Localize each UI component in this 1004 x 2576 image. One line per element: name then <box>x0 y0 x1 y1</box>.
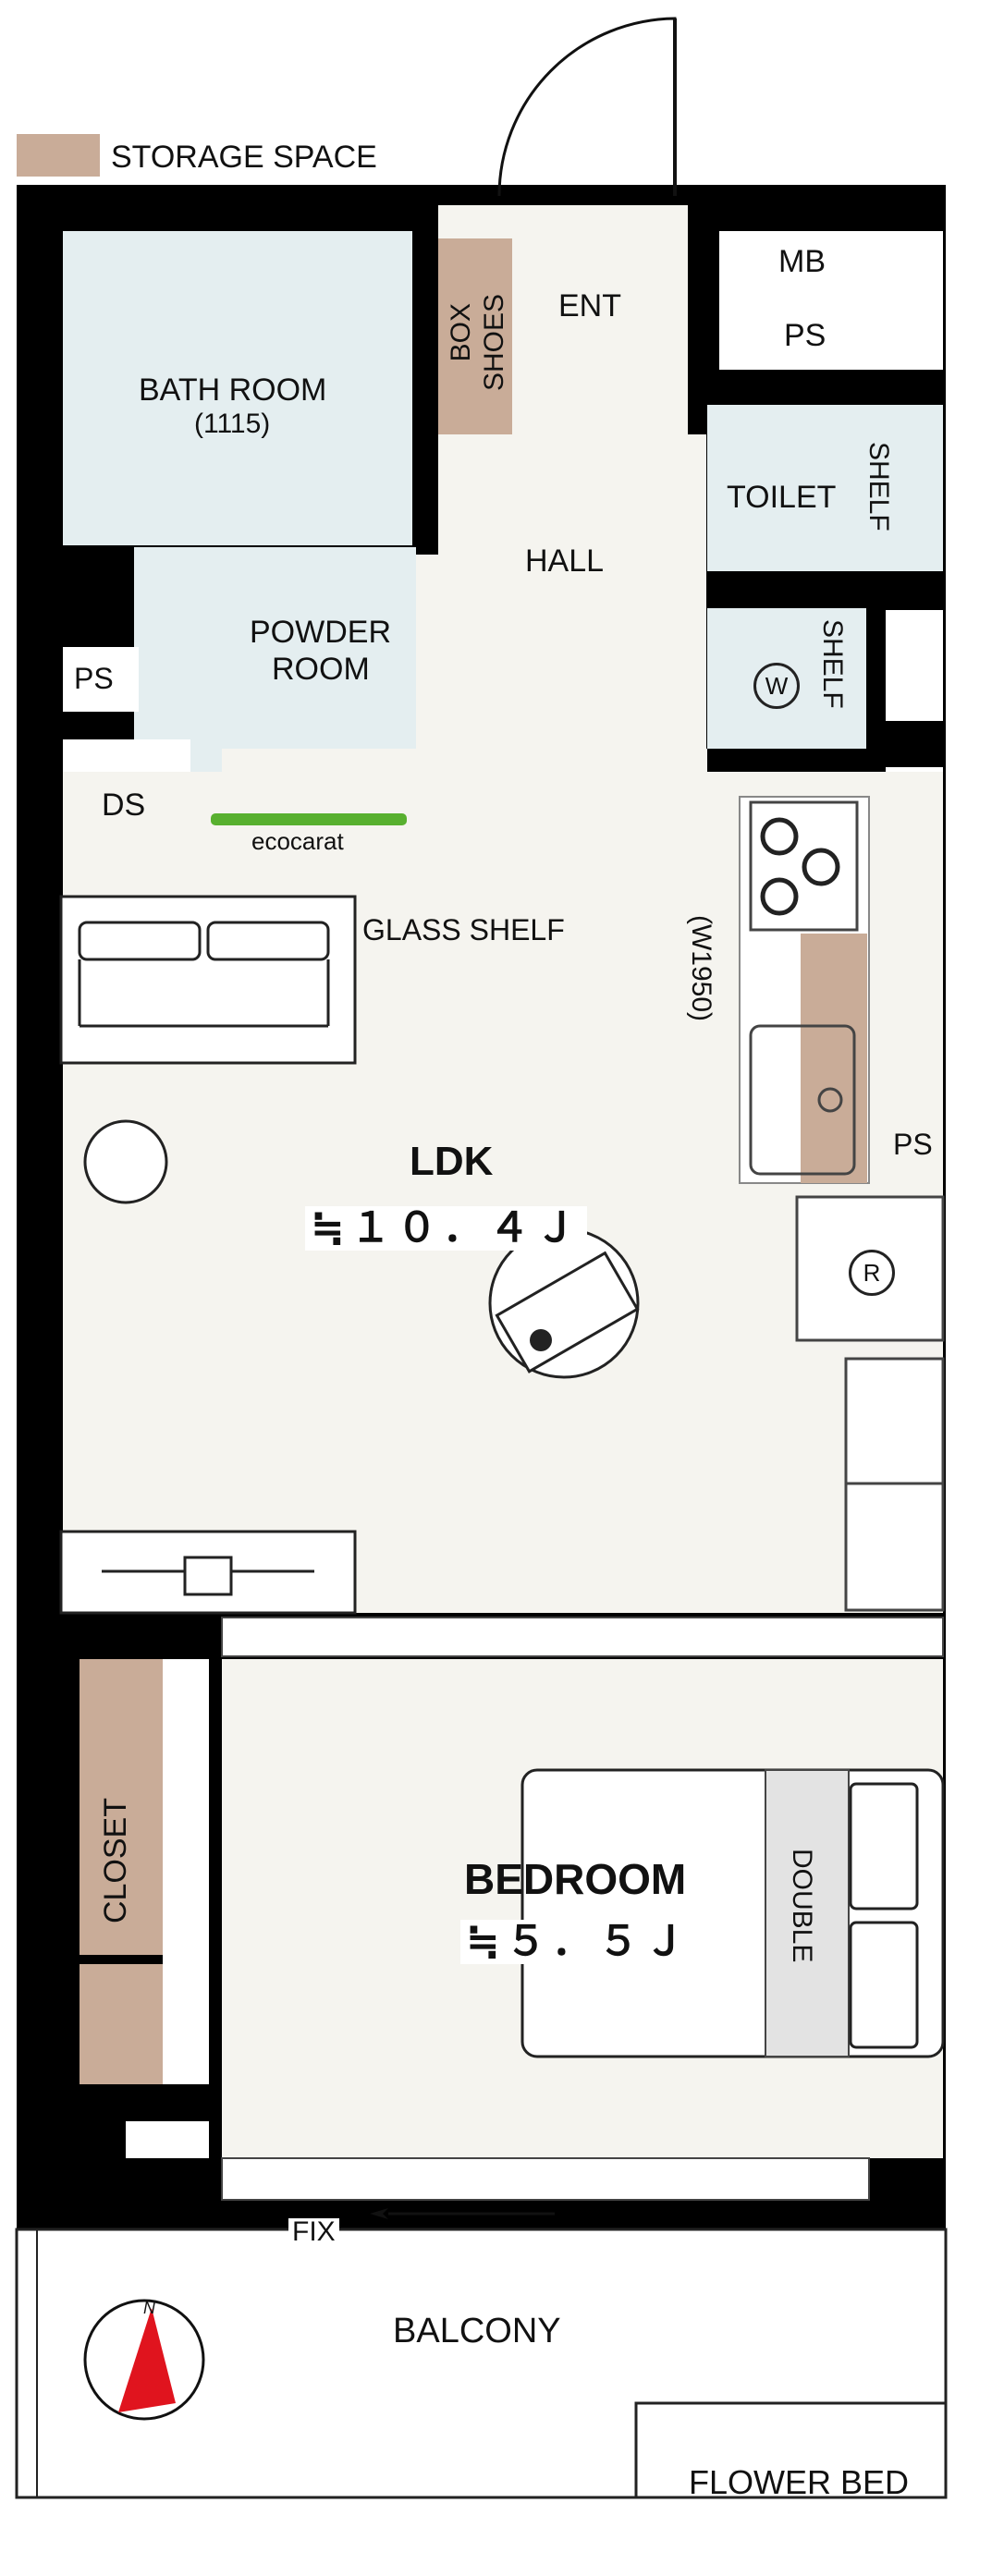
burner-2 <box>802 848 840 886</box>
bath-room-size: (1115) <box>194 409 271 439</box>
shoes-box-label-1: SHOES <box>479 294 509 392</box>
ds-label: DS <box>102 787 146 823</box>
toilet-label: TOILET <box>727 480 837 515</box>
kitchen-storage <box>801 934 867 1183</box>
ps-right-label: PS <box>893 1128 933 1161</box>
burner-3 <box>760 877 799 916</box>
sliding-partition <box>221 1617 944 1657</box>
hall-label: HALL <box>525 543 605 579</box>
shoes-box-label-2: BOX <box>446 303 476 362</box>
fridge-symbol: R <box>849 1250 895 1296</box>
kitchen-width-label: (W1950) <box>686 915 716 1022</box>
ecocarat-label: ecocarat <box>251 827 344 855</box>
hall-floor-2 <box>416 555 462 749</box>
entrance-door <box>497 17 677 197</box>
pillow-1 <box>849 1782 919 1911</box>
compass-n-label: N <box>143 2299 155 2317</box>
flower-bed <box>634 2401 948 2499</box>
bed-label: DOUBLE <box>787 1849 817 1963</box>
shoes-box <box>438 238 512 434</box>
mb-ps-closet <box>719 231 943 370</box>
bed-band <box>765 1769 850 2057</box>
burner-1 <box>760 817 799 856</box>
compass-needle <box>118 2308 176 2412</box>
shelf-toilet-label: SHELF <box>863 442 894 531</box>
closet-lower <box>80 1964 163 2084</box>
powder-room-label-1: POWDER <box>250 615 391 650</box>
fix-label: FIX <box>288 2218 339 2246</box>
bedroom-window <box>221 2157 870 2201</box>
hall-floor <box>438 434 706 749</box>
ldk-label: LDK <box>410 1139 494 1184</box>
ps-left-closet <box>63 647 139 712</box>
pillow-2 <box>849 1921 919 2049</box>
ps-top-label: PS <box>784 318 826 353</box>
ps-left-label: PS <box>74 662 114 695</box>
shelf-laundry-label: SHELF <box>817 619 848 709</box>
legend-label: STORAGE SPACE <box>111 140 377 175</box>
round-stool <box>83 1119 168 1204</box>
legend-swatch <box>17 134 100 177</box>
bedroom-label: BEDROOM <box>464 1855 687 1903</box>
entrance-label: ENT <box>558 288 621 324</box>
flower-bed-label: FLOWER BED <box>689 2463 910 2501</box>
ldk-floor-2 <box>222 749 707 804</box>
kitchen-sink <box>749 1024 856 1176</box>
closet-upper <box>80 1659 163 1955</box>
bath-room-floor <box>63 231 412 545</box>
powder-room-label-2: ROOM <box>272 652 370 687</box>
right-duct <box>886 610 943 721</box>
ecocarat-panel <box>211 813 407 825</box>
stove <box>749 800 859 932</box>
balcony-label: BALCONY <box>393 2312 561 2350</box>
mb-label: MB <box>778 244 826 279</box>
toilet-floor <box>707 405 943 571</box>
washer-symbol: W <box>753 663 800 709</box>
ldk-area: ≒１０．４Ｊ <box>305 1206 587 1251</box>
bedroom-area: ≒５．５Ｊ <box>460 1920 696 1964</box>
closet-label: CLOSET <box>98 1798 133 1924</box>
sink-drain <box>817 1087 843 1113</box>
glass-shelf-label: GLASS SHELF <box>362 913 565 946</box>
bath-room-label: BATH ROOM <box>139 372 327 408</box>
closet-door-strip <box>163 1659 209 2084</box>
